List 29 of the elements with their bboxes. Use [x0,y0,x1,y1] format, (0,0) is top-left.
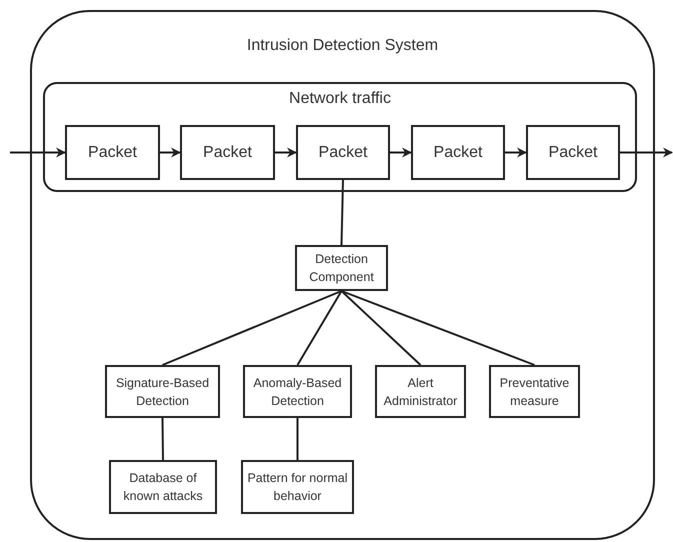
container-title: Intrusion Detection System [246,36,438,56]
packet-box: Packet [65,125,160,180]
connector-line [162,418,164,460]
connector-line [296,290,342,366]
arrow [160,148,181,158]
process-box: Anomaly-Based Detection [243,365,352,418]
packet-box: Packet [296,125,390,180]
connector-line [296,418,298,460]
process-box: Pattern for normal behavior [241,460,354,514]
process-box: Detection Component [295,245,388,291]
system-container [30,10,655,540]
container-title: Network traffic [289,89,391,109]
group-container [43,82,637,192]
packet-box: Packet [526,125,620,180]
process-box: Signature-Based Detection [105,365,220,418]
process-box: Database of known attacks [109,460,217,514]
arrow [10,148,66,158]
connector-line [340,290,422,366]
arrow [390,148,412,158]
packet-box: Packet [180,125,275,180]
packet-box: Packet [411,125,505,180]
process-box: Preventative measure [489,365,580,418]
connector-line [340,180,344,246]
connector-line [341,290,535,366]
connector-line [162,290,342,366]
arrow [275,148,297,158]
process-box: Alert Administrator [375,365,466,418]
arrow [505,148,527,158]
arrow [620,148,673,158]
